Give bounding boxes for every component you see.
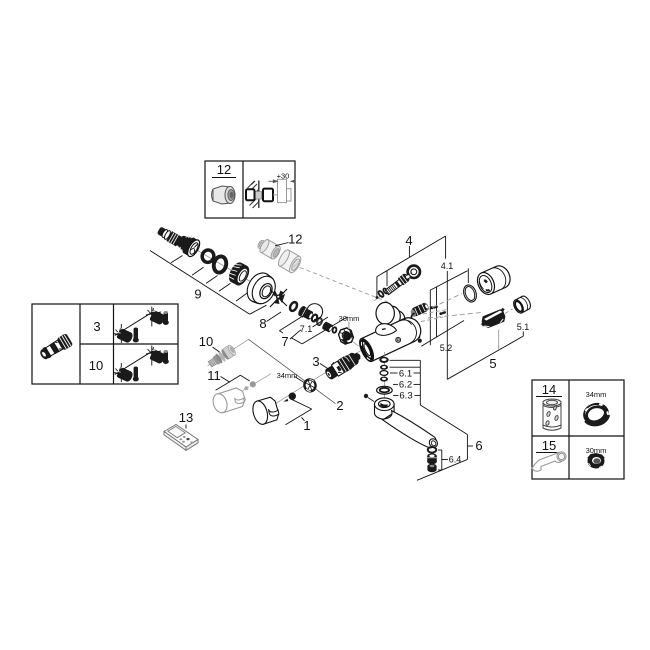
svg-text:2: 2 [336,398,343,413]
svg-text:6.3: 6.3 [399,391,412,402]
svg-text:7: 7 [281,334,288,349]
svg-text:6.1: 6.1 [399,368,412,379]
svg-text:6.4: 6.4 [449,455,462,465]
svg-text:1: 1 [303,418,310,433]
svg-text:5.2: 5.2 [440,343,453,353]
svg-text:7.1: 7.1 [300,324,313,334]
svg-text:4: 4 [405,233,412,248]
svg-text:30mm: 30mm [339,314,360,323]
svg-text:12: 12 [288,232,302,247]
svg-text:6: 6 [475,438,482,453]
svg-text:11: 11 [207,368,221,383]
svg-text:34mm: 34mm [277,371,298,380]
svg-text:12: 12 [217,162,231,177]
svg-text:5.1: 5.1 [517,322,530,332]
svg-text:6.2: 6.2 [399,380,412,391]
svg-text:10: 10 [199,334,213,349]
svg-text:30mm: 30mm [586,446,607,455]
svg-text:14: 14 [542,382,556,397]
svg-text:5: 5 [489,356,496,371]
svg-text:15: 15 [542,438,556,453]
svg-text:9: 9 [194,287,201,302]
svg-text:3: 3 [93,319,100,334]
svg-text:13: 13 [179,410,193,425]
svg-text:10: 10 [89,358,103,373]
svg-text:34mm: 34mm [586,390,607,399]
svg-text:4.1: 4.1 [441,261,454,271]
svg-text:+30: +30 [277,172,290,181]
svg-text:8: 8 [259,316,266,331]
svg-text:3: 3 [312,354,319,369]
